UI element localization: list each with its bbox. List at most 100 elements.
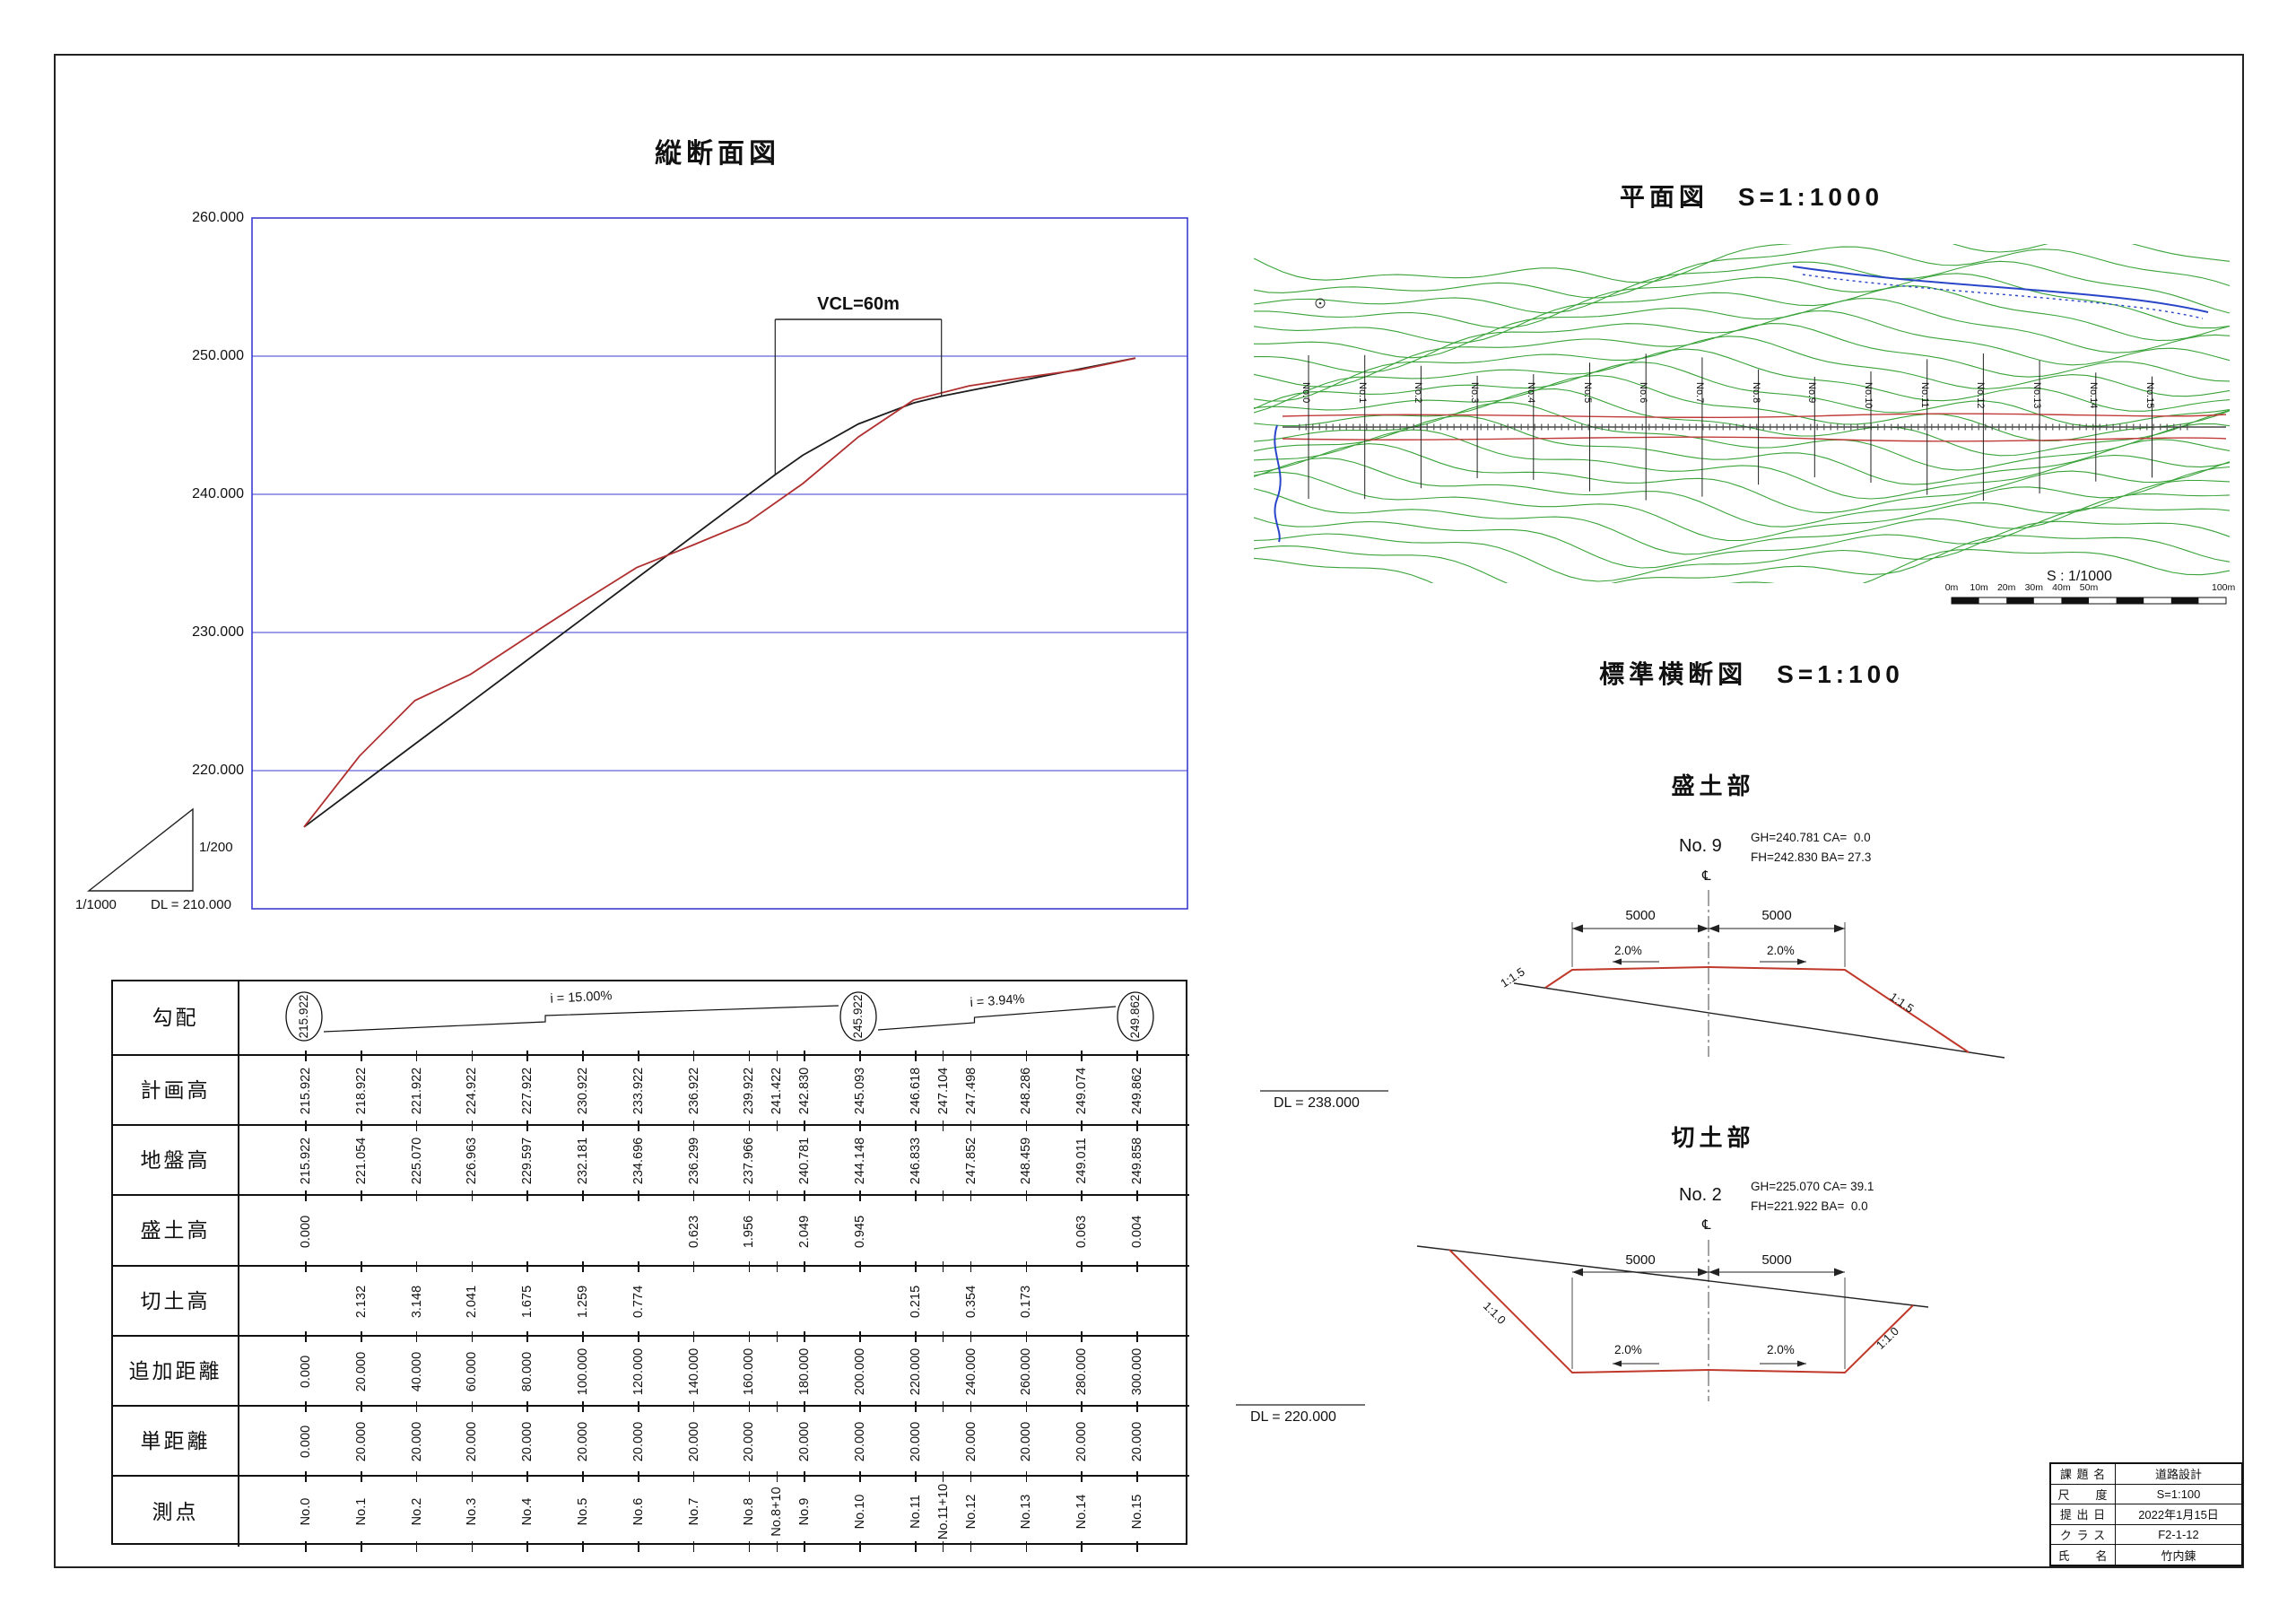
- table-value-unit: 20.000: [353, 1421, 369, 1462]
- table-tick: [942, 1471, 944, 1482]
- cut-grade-right-label: 2.0%: [1767, 1343, 1795, 1356]
- table-value-unit: 20.000: [686, 1421, 701, 1462]
- cut-gh-label: GH=225.070 CA= 39.1: [1751, 1180, 1874, 1193]
- titleblock-label-subject: 課 題 名: [2051, 1464, 2116, 1484]
- table-value-ground: 221.054: [353, 1137, 369, 1185]
- table-tick: [582, 1471, 584, 1482]
- plan-scalebar-label: 40m: [2052, 582, 2071, 593]
- table-tick: [471, 1051, 474, 1061]
- cross-title: 標準横断図 S=1:100: [1599, 660, 1904, 688]
- table-tick: [804, 1121, 805, 1131]
- table-tick: [638, 1401, 639, 1412]
- table-tick: [638, 1051, 639, 1061]
- table-row-line: [239, 1124, 1189, 1126]
- profile-title: 縦断面図: [655, 139, 780, 169]
- titleblock-value-class: F2-1-12: [2158, 1528, 2199, 1542]
- table-tick: [471, 1190, 474, 1201]
- plan-scalebar-label: 100m: [2212, 582, 2236, 593]
- table-value-ground: 244.148: [853, 1137, 867, 1185]
- table-tick: [582, 1261, 584, 1272]
- cut-dim-left-label: 5000: [1625, 1252, 1656, 1268]
- table-tick: [692, 1261, 695, 1272]
- grade-circle-value: 249.862: [1128, 994, 1142, 1039]
- table-value-station: No.1: [353, 1497, 369, 1526]
- table-value-cumulative: 0.000: [299, 1355, 313, 1389]
- table-tick: [361, 1190, 362, 1201]
- titleblock-value-date: 2022年1月15日: [2138, 1508, 2219, 1522]
- table-value-fill: 1.956: [742, 1215, 757, 1248]
- table-tick: [1081, 1190, 1083, 1201]
- table-value-station: No.11: [908, 1495, 923, 1529]
- table-value-station: No.8: [742, 1497, 757, 1526]
- table-value-cumulative: 160.000: [742, 1347, 757, 1396]
- table-value-planned: 247.104: [935, 1067, 951, 1115]
- table-value-cut: 0.173: [1019, 1285, 1034, 1319]
- plan-station-label: No.13: [2031, 382, 2043, 409]
- table-tick: [1081, 1121, 1083, 1131]
- table-value-unit: 20.000: [908, 1421, 923, 1462]
- table-row-label: 地盤高: [113, 1126, 239, 1196]
- fill-fh-label: FH=242.830 BA= 27.3: [1751, 850, 1872, 864]
- table-value-station: No.15: [1130, 1494, 1144, 1530]
- table-tick: [748, 1471, 751, 1482]
- table-tick: [526, 1331, 528, 1342]
- table-value-ground: 225.070: [409, 1137, 424, 1185]
- table-tick: [1025, 1331, 1028, 1342]
- table-tick: [692, 1051, 695, 1061]
- table-tick: [776, 1121, 778, 1131]
- plan-station-label: No.1: [1356, 382, 1368, 404]
- table-value-unit: 20.000: [1074, 1421, 1090, 1462]
- table-tick: [748, 1051, 751, 1061]
- table-value-planned: 218.922: [353, 1067, 369, 1115]
- table-tick: [1081, 1051, 1083, 1061]
- titleblock-row: 氏 名 竹内錬: [2051, 1544, 2241, 1565]
- titleblock-row: ク ラ ス F2-1-12: [2051, 1523, 2241, 1545]
- table-value-unit: 20.000: [963, 1421, 978, 1462]
- table-value-ground: 249.011: [1074, 1138, 1090, 1184]
- plan-title: 平面図 S=1:1000: [1619, 183, 1884, 211]
- table-tick: [471, 1331, 474, 1342]
- table-tick: [859, 1401, 861, 1412]
- table-value-cut: 0.354: [963, 1285, 978, 1319]
- table-tick: [859, 1051, 861, 1061]
- table-row-line: [239, 1194, 1189, 1196]
- table-tick: [776, 1261, 778, 1272]
- table-value-planned: 249.074: [1074, 1067, 1090, 1115]
- table-value-cut: 0.774: [631, 1285, 646, 1319]
- plan-scalebar-label: 50m: [2079, 582, 2099, 593]
- table-value-ground: 240.781: [797, 1137, 813, 1185]
- plan-station-label: No.2: [1413, 382, 1424, 404]
- table-value-ground: 229.597: [520, 1137, 535, 1185]
- table-value-planned: 247.498: [963, 1067, 978, 1115]
- table-value-station: No.14: [1074, 1494, 1090, 1530]
- table-tick: [361, 1051, 362, 1061]
- table-tick: [970, 1541, 972, 1552]
- table-tick: [804, 1541, 805, 1552]
- table-tick: [638, 1190, 639, 1201]
- titleblock-label-scale: 尺 度: [2051, 1484, 2116, 1504]
- table-tick: [582, 1051, 584, 1061]
- cut-fh-label: FH=221.922 BA= 0.0: [1751, 1199, 1868, 1213]
- profile-ytick-label: 240.000: [192, 486, 244, 501]
- cut-datum-label: DL = 220.000: [1250, 1409, 1336, 1425]
- titleblock-value-scale: S=1:100: [2156, 1487, 2201, 1501]
- table-value-unit: 20.000: [742, 1421, 757, 1462]
- table-tick: [415, 1331, 418, 1342]
- table-tick: [1136, 1121, 1138, 1131]
- table-tick: [415, 1051, 418, 1061]
- table-value-cumulative: 100.000: [576, 1347, 590, 1396]
- table-value-cumulative: 260.000: [1019, 1347, 1034, 1396]
- table-tick: [415, 1541, 418, 1552]
- table-tick: [804, 1331, 805, 1342]
- table-tick: [859, 1331, 861, 1342]
- table-tick: [804, 1471, 805, 1482]
- cut-section-title: 切土部: [1671, 1124, 1755, 1151]
- table-tick: [1081, 1261, 1083, 1272]
- grade-circle-value: 215.922: [297, 994, 310, 1039]
- profile-ytick-label: 250.000: [192, 348, 244, 363]
- table-tick: [776, 1190, 778, 1201]
- table-tick: [1136, 1331, 1138, 1342]
- table-value-station: No.6: [631, 1497, 646, 1526]
- table-tick: [305, 1051, 307, 1061]
